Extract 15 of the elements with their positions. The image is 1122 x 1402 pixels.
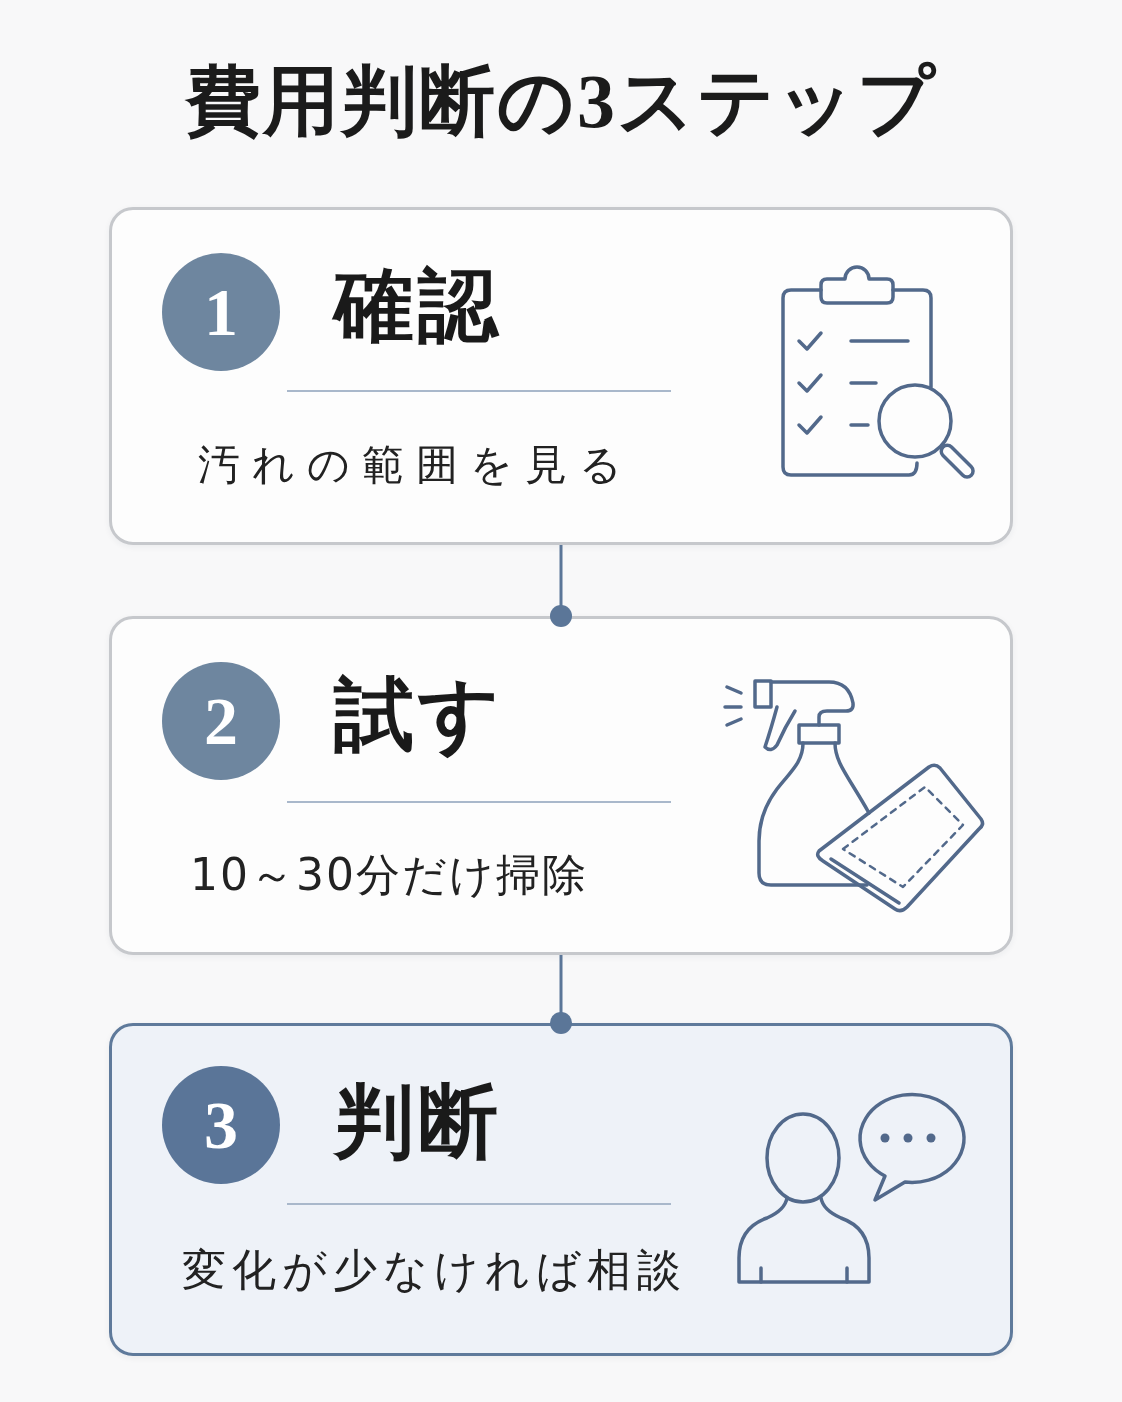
- step-description: 変化が少なければ相談: [182, 1244, 687, 1297]
- step-description: 10～30分だけ掃除: [190, 849, 588, 902]
- connector-line: [550, 545, 572, 627]
- connector-line: [550, 955, 572, 1034]
- step-number: 3: [162, 1066, 280, 1184]
- diagram-title: 費用判断の3ステップ: [185, 58, 937, 145]
- step-heading: 判断: [334, 1078, 502, 1166]
- step-number: 1: [162, 253, 280, 371]
- step-description: 汚れの範囲を見る: [198, 440, 634, 491]
- step-card: [109, 616, 1013, 955]
- step-heading: 確認: [334, 262, 502, 350]
- step-card: [109, 207, 1013, 545]
- step-number: 2: [162, 662, 280, 780]
- step-card: [109, 1023, 1013, 1356]
- step-heading: 試す: [334, 671, 504, 759]
